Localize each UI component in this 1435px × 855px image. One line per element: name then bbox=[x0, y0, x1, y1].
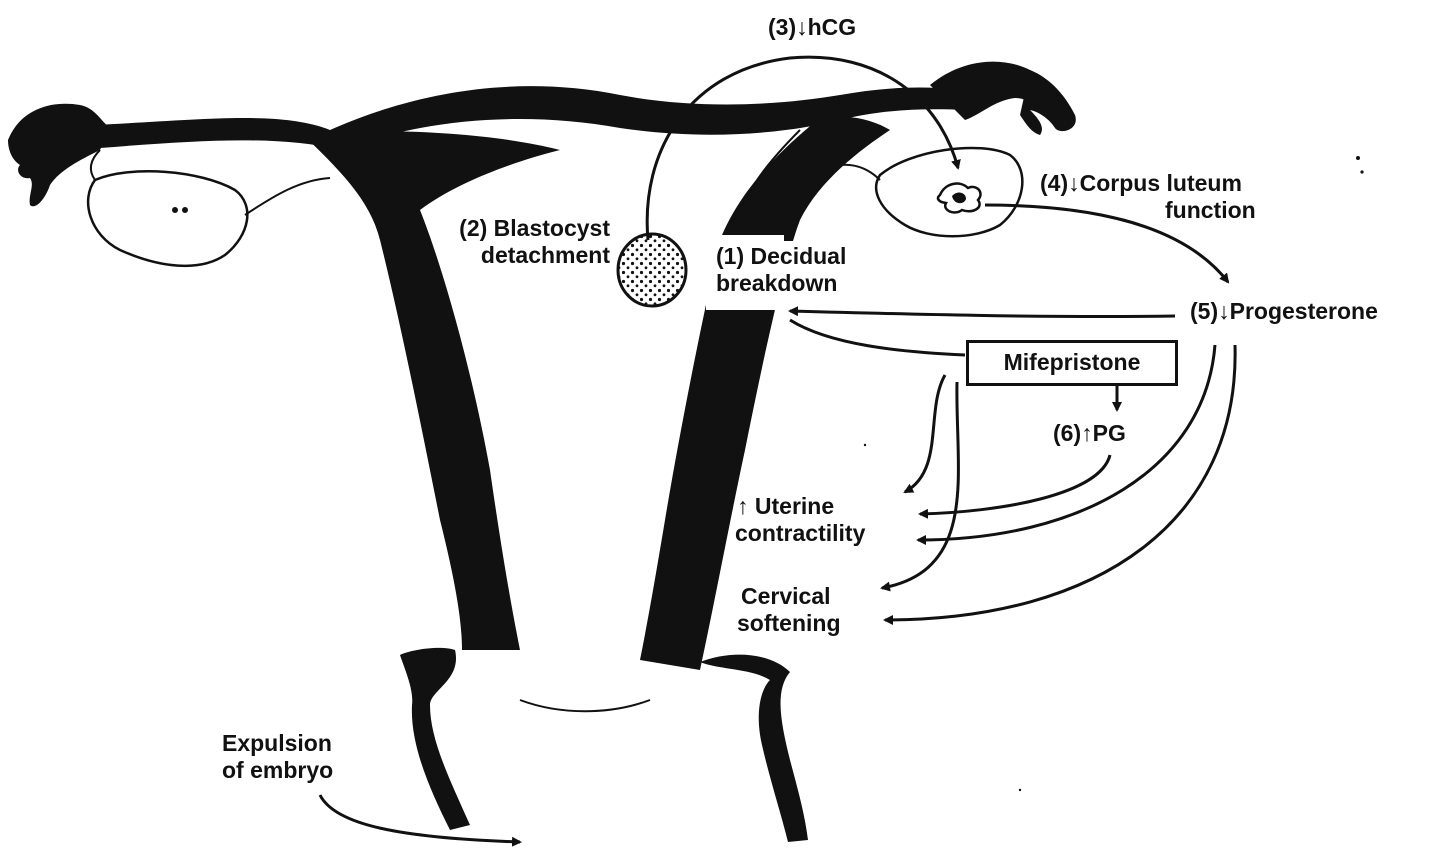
expulsion-line2: of embryo bbox=[222, 757, 333, 784]
progesterone-label: (5)↓Progesterone bbox=[1190, 298, 1378, 325]
pg-label: (6)↑PG bbox=[1053, 420, 1126, 447]
mifepristone-to-decidual-arrow bbox=[790, 320, 965, 355]
left-tube-outline bbox=[91, 150, 100, 180]
hcg-label: (3)↓hCG bbox=[768, 14, 856, 41]
decidual-label-line2: breakdown bbox=[716, 270, 846, 297]
expulsion-arrow bbox=[320, 795, 520, 842]
corpus-luteum-label-line1: (4)↓Corpus luteum bbox=[1040, 170, 1256, 197]
cervical-softening-line1: Cervical bbox=[737, 583, 841, 610]
blastocyst bbox=[618, 234, 686, 306]
uterus-cervix-right bbox=[700, 655, 808, 842]
pg-to-uterine-arrow bbox=[920, 455, 1110, 514]
decidual-label-line1: (1) Decidual bbox=[716, 243, 846, 270]
cervical-softening-label: Cervical softening bbox=[737, 583, 841, 637]
expulsion-line1: Expulsion bbox=[222, 730, 333, 757]
uterine-contractility-line2: contractility bbox=[735, 520, 865, 547]
decidual-label: (1) Decidual breakdown bbox=[712, 241, 850, 299]
progesterone-to-cervical-arrow bbox=[885, 345, 1235, 620]
corpus-luteum-label-line2: function bbox=[1040, 197, 1256, 224]
corpus-luteum-label: (4)↓Corpus luteum function bbox=[1040, 170, 1256, 224]
left-ovary bbox=[88, 171, 247, 266]
mifepristone-to-cervical-arrow bbox=[882, 382, 958, 588]
cervical-softening-line2: softening bbox=[737, 610, 841, 637]
expulsion-label: Expulsion of embryo bbox=[222, 730, 333, 784]
blastocyst-body bbox=[618, 234, 686, 306]
mifepristone-label: Mifepristone bbox=[966, 349, 1178, 376]
uterine-contractility-line1: ↑ Uterine bbox=[735, 493, 865, 520]
blastocyst-label-line2: detachment bbox=[440, 242, 610, 269]
left-ovary-ligament bbox=[245, 178, 330, 215]
uterus-left-wall bbox=[300, 131, 560, 650]
blastocyst-label-line1: (2) Blastocyst bbox=[440, 215, 610, 242]
progesterone-to-decidual-arrow bbox=[790, 311, 1175, 317]
uterus-cervix-left bbox=[400, 648, 470, 830]
uterus bbox=[95, 86, 965, 842]
blastocyst-label: (2) Blastocyst detachment bbox=[440, 215, 610, 269]
uterine-contractility-label: ↑ Uterine contractility bbox=[735, 493, 865, 547]
mifepristone-to-uterine-arrow bbox=[905, 375, 945, 492]
right-fimbria bbox=[1020, 70, 1076, 135]
